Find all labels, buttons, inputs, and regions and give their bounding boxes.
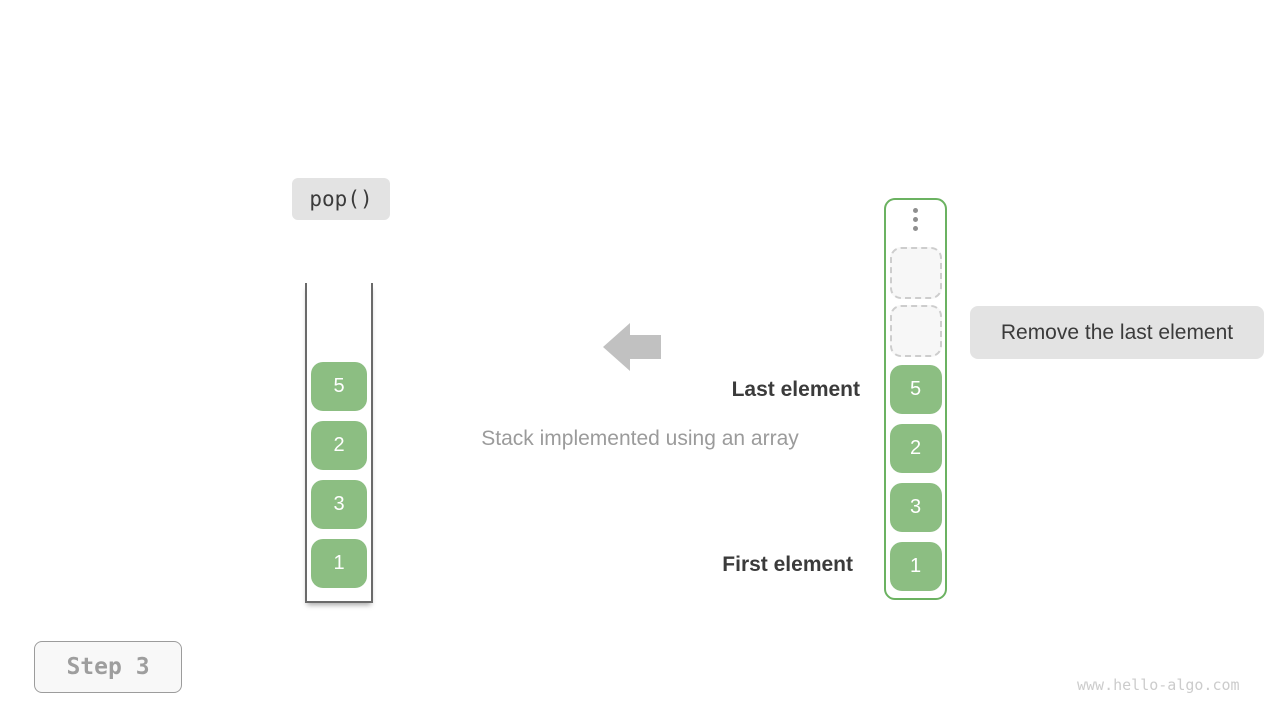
stack-cell: 3 [311, 480, 367, 529]
annotation-label: Remove the last element [970, 306, 1264, 359]
left-arrow-icon [603, 323, 661, 371]
array-values: 5 2 3 1 [889, 365, 942, 591]
watermark: www.hello-algo.com [1077, 676, 1240, 694]
array-cell: 5 [889, 365, 942, 414]
ellipsis-icon [913, 208, 918, 231]
array-container: 5 2 3 1 [884, 198, 947, 600]
step-indicator: Step 3 [34, 641, 182, 693]
stack-cell: 1 [311, 539, 367, 588]
first-element-label: First element [722, 553, 853, 576]
array-cell: 2 [889, 424, 942, 473]
dot [913, 226, 918, 231]
array-cell: 1 [889, 542, 942, 591]
caption: Stack implemented using an array [481, 427, 799, 450]
stack-cell: 2 [311, 421, 367, 470]
empty-slots [889, 247, 942, 357]
operation-label: pop() [292, 178, 390, 220]
stack-container: 5 2 3 1 [305, 283, 373, 603]
dot [913, 208, 918, 213]
array-cell: 3 [889, 483, 942, 532]
empty-cell [889, 305, 942, 357]
empty-cell [889, 247, 942, 299]
dot [913, 217, 918, 222]
last-element-label: Last element [731, 378, 860, 401]
stack-cell: 5 [311, 362, 367, 411]
left-arrow-shape [603, 323, 661, 371]
